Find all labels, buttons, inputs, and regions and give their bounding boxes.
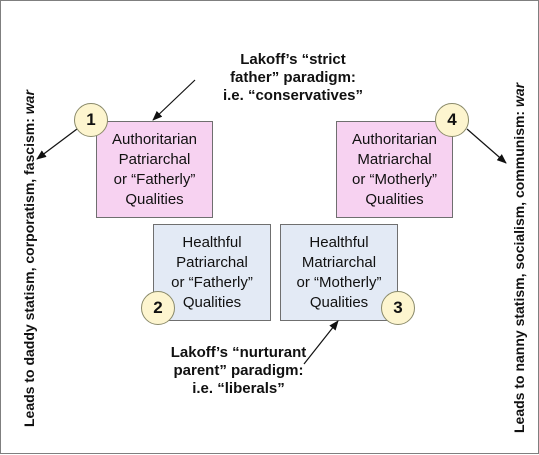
- box-healthful-matriarchal: Healthful Matriarchal or “Motherly” Qual…: [280, 224, 398, 321]
- arrow-strict-father-to-box1: [152, 79, 196, 121]
- note-nurturant-parent-text: Lakoff’s “nurturant parent” paradigm: i.…: [170, 344, 307, 397]
- badge-3: 3: [381, 291, 415, 325]
- note-strict-father: Lakoff’s “strict father” paradigm: i.e. …: [222, 51, 364, 104]
- badge-4: 4: [435, 103, 469, 137]
- arrow-badge1-to-left: [36, 128, 78, 160]
- box-authoritarian-patriarchal: Authoritarian Patriarchal or “Fatherly” …: [96, 121, 213, 218]
- box-authoritarian-matriarchal: Authoritarian Matriarchal or “Motherly” …: [336, 121, 453, 218]
- badge-1: 1: [74, 103, 108, 137]
- badge-2: 2: [141, 291, 175, 325]
- arrow-nurturant-to-box3: [303, 320, 339, 365]
- arrow-badge4-to-right: [466, 128, 507, 164]
